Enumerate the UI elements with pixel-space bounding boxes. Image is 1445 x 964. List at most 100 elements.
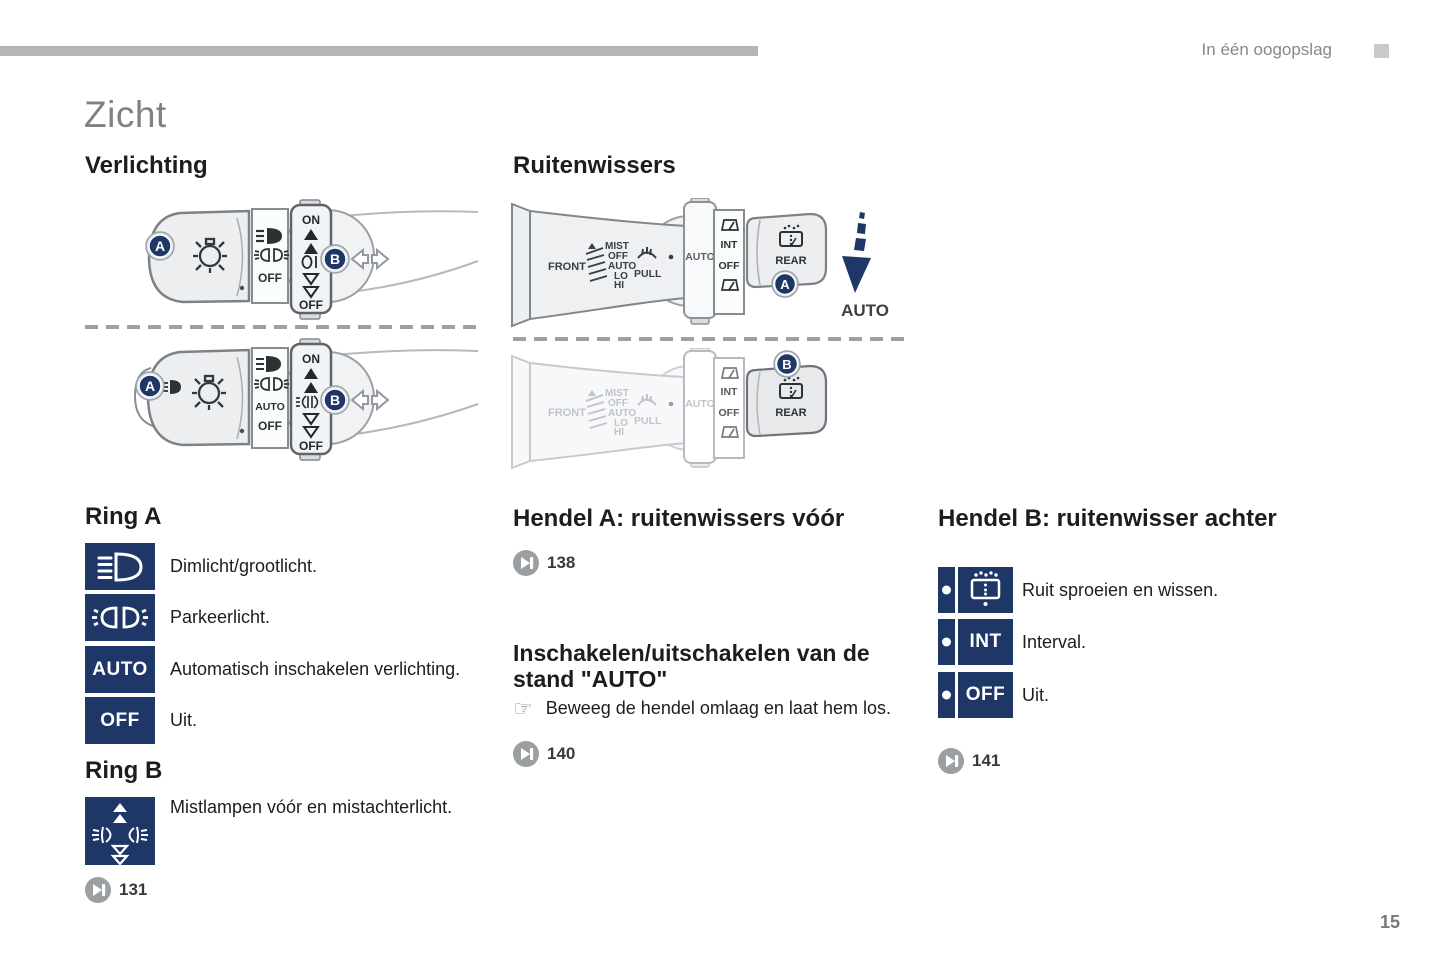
rear-knob-highlighted	[745, 364, 828, 438]
svg-text:PULL: PULL	[634, 415, 662, 427]
parking-light-icon-small	[254, 377, 289, 391]
svg-text:B: B	[782, 357, 791, 372]
page-ref-number: 140	[547, 744, 576, 763]
svg-text:FRONT: FRONT	[548, 407, 586, 419]
page-ref-icon	[85, 877, 111, 903]
mid-band-off-label: OFF	[258, 419, 282, 433]
off-key-rear: OFF	[958, 672, 1013, 718]
rear-fog-icon-small	[301, 255, 317, 269]
stalk-dot-key	[938, 619, 955, 665]
page-title: Zicht	[84, 94, 167, 135]
badge-b: B	[773, 350, 801, 378]
section-heading-wipers: Ruitenwissers	[513, 152, 676, 179]
int-key-label: Interval.	[1022, 632, 1087, 652]
page-ref-131: 131	[85, 877, 147, 903]
auto-mode-instruction-row: ☞ Beweeg de hendel omlaag en laat hem lo…	[513, 698, 923, 720]
pull-label: PULL	[634, 268, 662, 280]
stalk-dot-key	[938, 567, 955, 613]
auto-arrow-label: AUTO	[841, 301, 889, 320]
off-key-text: OFF	[100, 709, 140, 731]
page-ref-141: 141	[938, 748, 1000, 774]
badge-b: B	[320, 385, 350, 415]
rear-wash-wipe-label: Ruit sproeien en wissen.	[1022, 580, 1219, 600]
header-rule	[0, 46, 758, 56]
low-high-beam-key	[85, 543, 155, 590]
off-key-label: Uit.	[170, 710, 197, 730]
pointing-hand-icon: ☞	[513, 696, 533, 721]
rear-wash-wipe-icon-small	[779, 224, 803, 247]
svg-text:B: B	[330, 392, 340, 408]
svg-text:AUTO: AUTO	[608, 408, 636, 419]
rear-wash-wipe-icon-small	[779, 376, 803, 399]
svg-text:OFF: OFF	[719, 407, 741, 419]
ring-off-label: OFF	[299, 298, 323, 312]
parking-light-icon	[92, 606, 148, 629]
int-band	[713, 209, 745, 315]
badge-a: A	[771, 270, 799, 298]
page-ref-number: 141	[972, 751, 1001, 770]
front-label: FRONT	[548, 261, 586, 273]
low-high-beam-icon	[97, 552, 143, 582]
section-heading-lighting: Verlichting	[85, 152, 208, 179]
off-key-rear-text: OFF	[965, 684, 1006, 705]
page-ref-140: 140	[513, 741, 575, 767]
divider-dashed-left	[85, 325, 477, 329]
turn-signal-arrows-icon	[350, 247, 390, 271]
stalk-dot-key	[938, 672, 955, 718]
sidelight-sun-icon	[192, 374, 226, 410]
svg-text:LO: LO	[614, 418, 628, 429]
page-ref-number: 138	[547, 553, 576, 572]
breadcrumb: In één oogopslag	[1201, 40, 1332, 59]
svg-text:REAR: REAR	[775, 407, 806, 419]
fog-lights-label: Mistlampen vóór en mistachterlicht.	[170, 797, 453, 817]
band-auto-label: AUTO	[685, 251, 715, 263]
mid-band-auto-label: AUTO	[255, 401, 285, 413]
wiper-icon-top	[720, 219, 740, 231]
svg-text:A: A	[155, 238, 165, 254]
page-ref-number: 131	[119, 880, 148, 899]
ring-b-heading: Ring B	[85, 757, 163, 784]
svg-text:A: A	[145, 378, 155, 394]
svg-text:B: B	[330, 251, 340, 267]
mist-label: MIST	[605, 241, 629, 252]
rear-label: REAR	[775, 255, 806, 267]
auto-key-text: AUTO	[92, 658, 148, 680]
ring-on-label: ON	[302, 213, 320, 227]
svg-text:A: A	[780, 277, 790, 292]
auto-down-arrow-icon	[842, 212, 871, 293]
stalk-knob	[146, 348, 251, 447]
low-beam-icon	[256, 356, 281, 372]
off-label: OFF	[608, 251, 628, 262]
lighting-stalk-diagram-bottom: AUTO OFF ON OFF A B	[133, 338, 479, 461]
lighting-stalk-diagram-top: OFF ON OFF A B	[145, 199, 479, 320]
ring-a-heading: Ring A	[85, 503, 162, 530]
low-beam-icon	[256, 228, 282, 244]
hendel-a-heading: Hendel A: ruitenwissers vóór	[513, 505, 845, 532]
auto-mode-heading: Inschakelen/uitschakelen van de stand "A…	[513, 640, 870, 693]
wiper-stalk-diagram-top: FRONT MIST OFF AUTO LO HI PULL AUTO	[511, 198, 889, 328]
band-off-label: OFF	[719, 260, 741, 272]
parking-light-key	[85, 594, 155, 641]
svg-text:MIST: MIST	[605, 388, 629, 399]
page-ref-icon	[513, 550, 539, 576]
turn-signal-arrows-icon	[350, 388, 390, 412]
corner-marker	[1374, 44, 1389, 58]
svg-text:AUTO: AUTO	[685, 398, 715, 410]
rear-wash-wipe-icon	[970, 571, 1001, 606]
svg-text:INT: INT	[721, 386, 739, 398]
svg-text:OFF: OFF	[299, 439, 323, 453]
int-label: INT	[721, 239, 739, 251]
svg-text:ON: ON	[302, 352, 320, 366]
hendel-b-heading: Hendel B: ruitenwisser achter	[938, 505, 1277, 532]
page-number: 15	[1380, 912, 1401, 932]
wiper-icon-bottom	[720, 279, 740, 291]
mid-band-off-label: OFF	[258, 271, 282, 285]
parking-light-label: Parkeerlicht.	[170, 607, 271, 627]
off-key-rear-label: Uit.	[1022, 685, 1049, 705]
int-key-text: INT	[969, 631, 1002, 652]
page-ref-icon	[938, 748, 964, 774]
badge-a: A	[145, 231, 175, 261]
badge-b: B	[320, 244, 350, 274]
fog-lights-icon	[92, 803, 148, 865]
